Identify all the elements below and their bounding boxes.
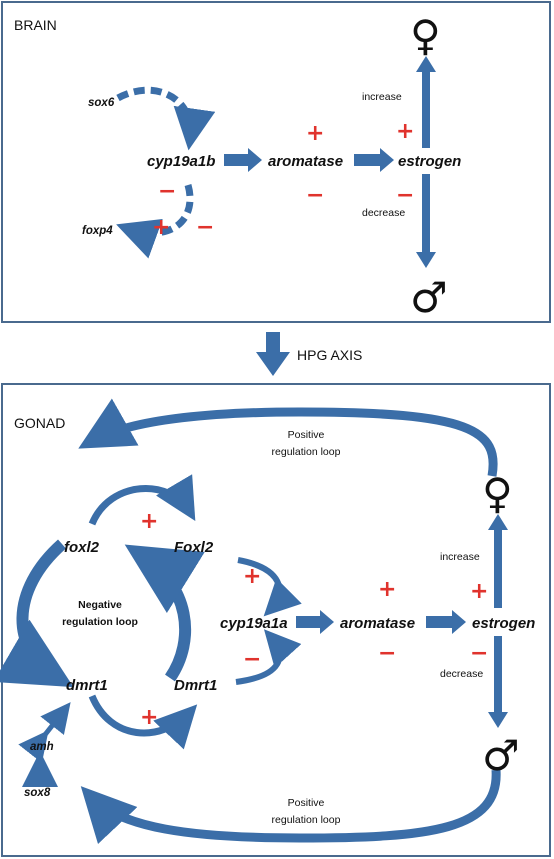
gonad-estrogen-decrease-arrow (488, 636, 508, 728)
bottom-loop-label-1: Positive (288, 797, 325, 809)
top-positive-loop-arrow (78, 398, 498, 477)
gonad-male-symbol: ♂ (482, 731, 520, 780)
Dmrt1-protein-label: Dmrt1 (174, 677, 217, 694)
amh-label: amh (30, 741, 54, 753)
bottom-loop-label-2: regulation loop (272, 814, 341, 826)
estrogen-label: estrogen (398, 153, 461, 170)
estrogen-increase-arrow (416, 56, 436, 148)
top-loop-label-1: Positive (288, 429, 325, 441)
brain-plus-sign: + (306, 121, 324, 146)
gonad-estrogen-increase-arrow (488, 514, 508, 608)
brain-panel-border (1, 1, 551, 323)
gonad-minus-cyp: − (243, 647, 261, 672)
dmrt1-gene-label: dmrt1 (66, 677, 108, 694)
gonad-plus-aromatase: + (378, 577, 396, 602)
cyp19a1b-label: cyp19a1b (147, 153, 215, 170)
gonad-title: GONAD (14, 415, 65, 431)
aromatase-to-estrogen-arrow (354, 148, 394, 172)
brain-female-symbol: ♀ (410, 11, 441, 60)
gonad-plus-cyp: + (243, 564, 261, 589)
hpg-axis-label: HPG AXIS (297, 347, 362, 363)
sox6-to-cyp-dashed-arrow (116, 86, 216, 151)
gonad-aromatase-label: aromatase (340, 615, 415, 632)
estrogen-decrease-arrow (416, 174, 436, 268)
brain-panel: BRAIN sox6 foxp4 cyp19a1b − + − aromatas… (1, 1, 551, 323)
brain-increase-label: increase (362, 91, 402, 103)
foxl2-translation-arrow (88, 474, 196, 526)
gonad-increase-label: increase (440, 551, 480, 563)
gonad-plus-foxl2: + (140, 509, 158, 534)
cyp19a1a-label: cyp19a1a (220, 615, 288, 632)
dmrt1-inhibits-foxl2-arrow (124, 544, 205, 682)
gonad-estrogen-label: estrogen (472, 615, 535, 632)
foxp4-label: foxp4 (82, 225, 113, 237)
gonad-plus-dmrt1: + (140, 705, 158, 730)
gonad-female-symbol: ♀ (482, 469, 513, 518)
foxl2-gene-label: foxl2 (64, 539, 100, 556)
cyp-to-aromatase-gonad-arrow (296, 610, 334, 634)
neg-loop-label-2: regulation loop (62, 616, 138, 628)
gonad-minus-estrogen: − (470, 641, 488, 666)
Foxl2-activates-cyp-arrow (237, 557, 302, 617)
sox6-label: sox6 (88, 97, 115, 109)
hpg-axis: HPG AXIS (256, 332, 362, 376)
cyp-foxp4-dashed-arrow (116, 184, 194, 259)
gonad-decrease-label: decrease (440, 668, 483, 680)
brain-minus-sign-loop: − (158, 179, 176, 204)
hpg-axis-arrow (256, 332, 290, 376)
brain-plus-sign-estrogen: + (396, 119, 414, 144)
gonad-panel: GONAD Positive regulation loop Positive … (0, 383, 551, 857)
brain-minus-sign-estrogen: − (396, 183, 414, 208)
Dmrt1-inhibits-cyp-arrow (235, 629, 302, 685)
neg-loop-label-1: Negative (78, 599, 122, 611)
Foxl2-protein-label: Foxl2 (174, 539, 214, 556)
brain-minus-sign: − (306, 183, 324, 208)
aromatase-label: aromatase (268, 153, 343, 170)
top-loop-label-2: regulation loop (272, 446, 341, 458)
brain-plus-sign-loop: + (152, 215, 170, 240)
amh-dmrt1-arrow (18, 702, 71, 763)
brain-decrease-label: decrease (362, 207, 405, 219)
bottom-positive-loop-arrow (80, 769, 501, 845)
brain-male-symbol: ♂ (410, 273, 448, 322)
aromatase-to-estrogen-gonad-arrow (426, 610, 466, 634)
sox8-label: sox8 (24, 787, 51, 799)
dmrt1-translation-arrow (88, 694, 198, 750)
gonad-minus-aromatase: − (378, 641, 396, 666)
cyp-to-aromatase-arrow (224, 148, 262, 172)
brain-minus-sign-loop-2: − (196, 215, 214, 240)
gonad-plus-estrogen: + (470, 579, 488, 604)
brain-title: BRAIN (14, 17, 57, 33)
foxl2-inhibits-dmrt1-arrow (0, 539, 74, 688)
